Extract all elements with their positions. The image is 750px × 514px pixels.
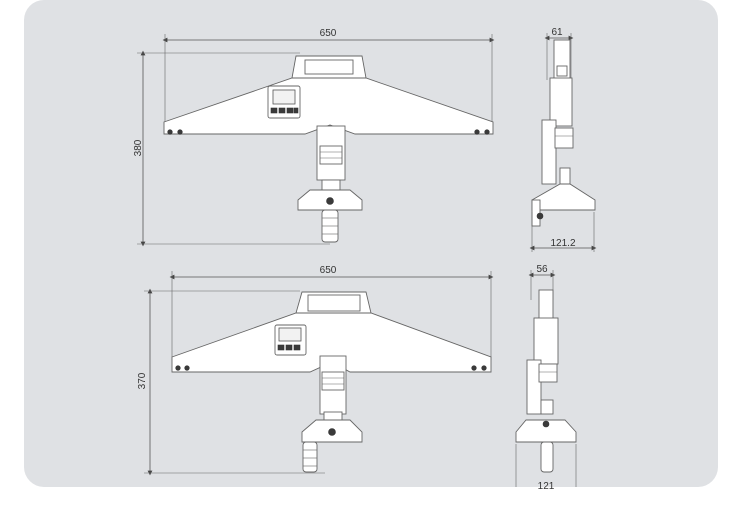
- side-width-label: 61: [551, 27, 563, 38]
- side-depth-label-2: 121: [538, 481, 555, 492]
- width-dimension-label: 650: [320, 28, 337, 39]
- side-body: [549, 77, 573, 127]
- main-beam: [163, 77, 494, 135]
- height-dimension-label: 380: [133, 139, 144, 156]
- front-view-top: 650 380: [133, 28, 495, 247]
- front-view-bottom: 650 370: [137, 265, 494, 476]
- lcd-screen: [272, 89, 296, 105]
- side-view-bottom: 56 121: [515, 264, 577, 492]
- width-dimension-label-2: 650: [320, 265, 337, 276]
- side-width-label-2: 56: [536, 264, 548, 275]
- height-dimension-label-2: 370: [137, 372, 148, 389]
- side-view-top: 61 121.2: [529, 27, 597, 252]
- side-wheel: [531, 183, 596, 211]
- side-depth-label: 121.2: [550, 238, 575, 249]
